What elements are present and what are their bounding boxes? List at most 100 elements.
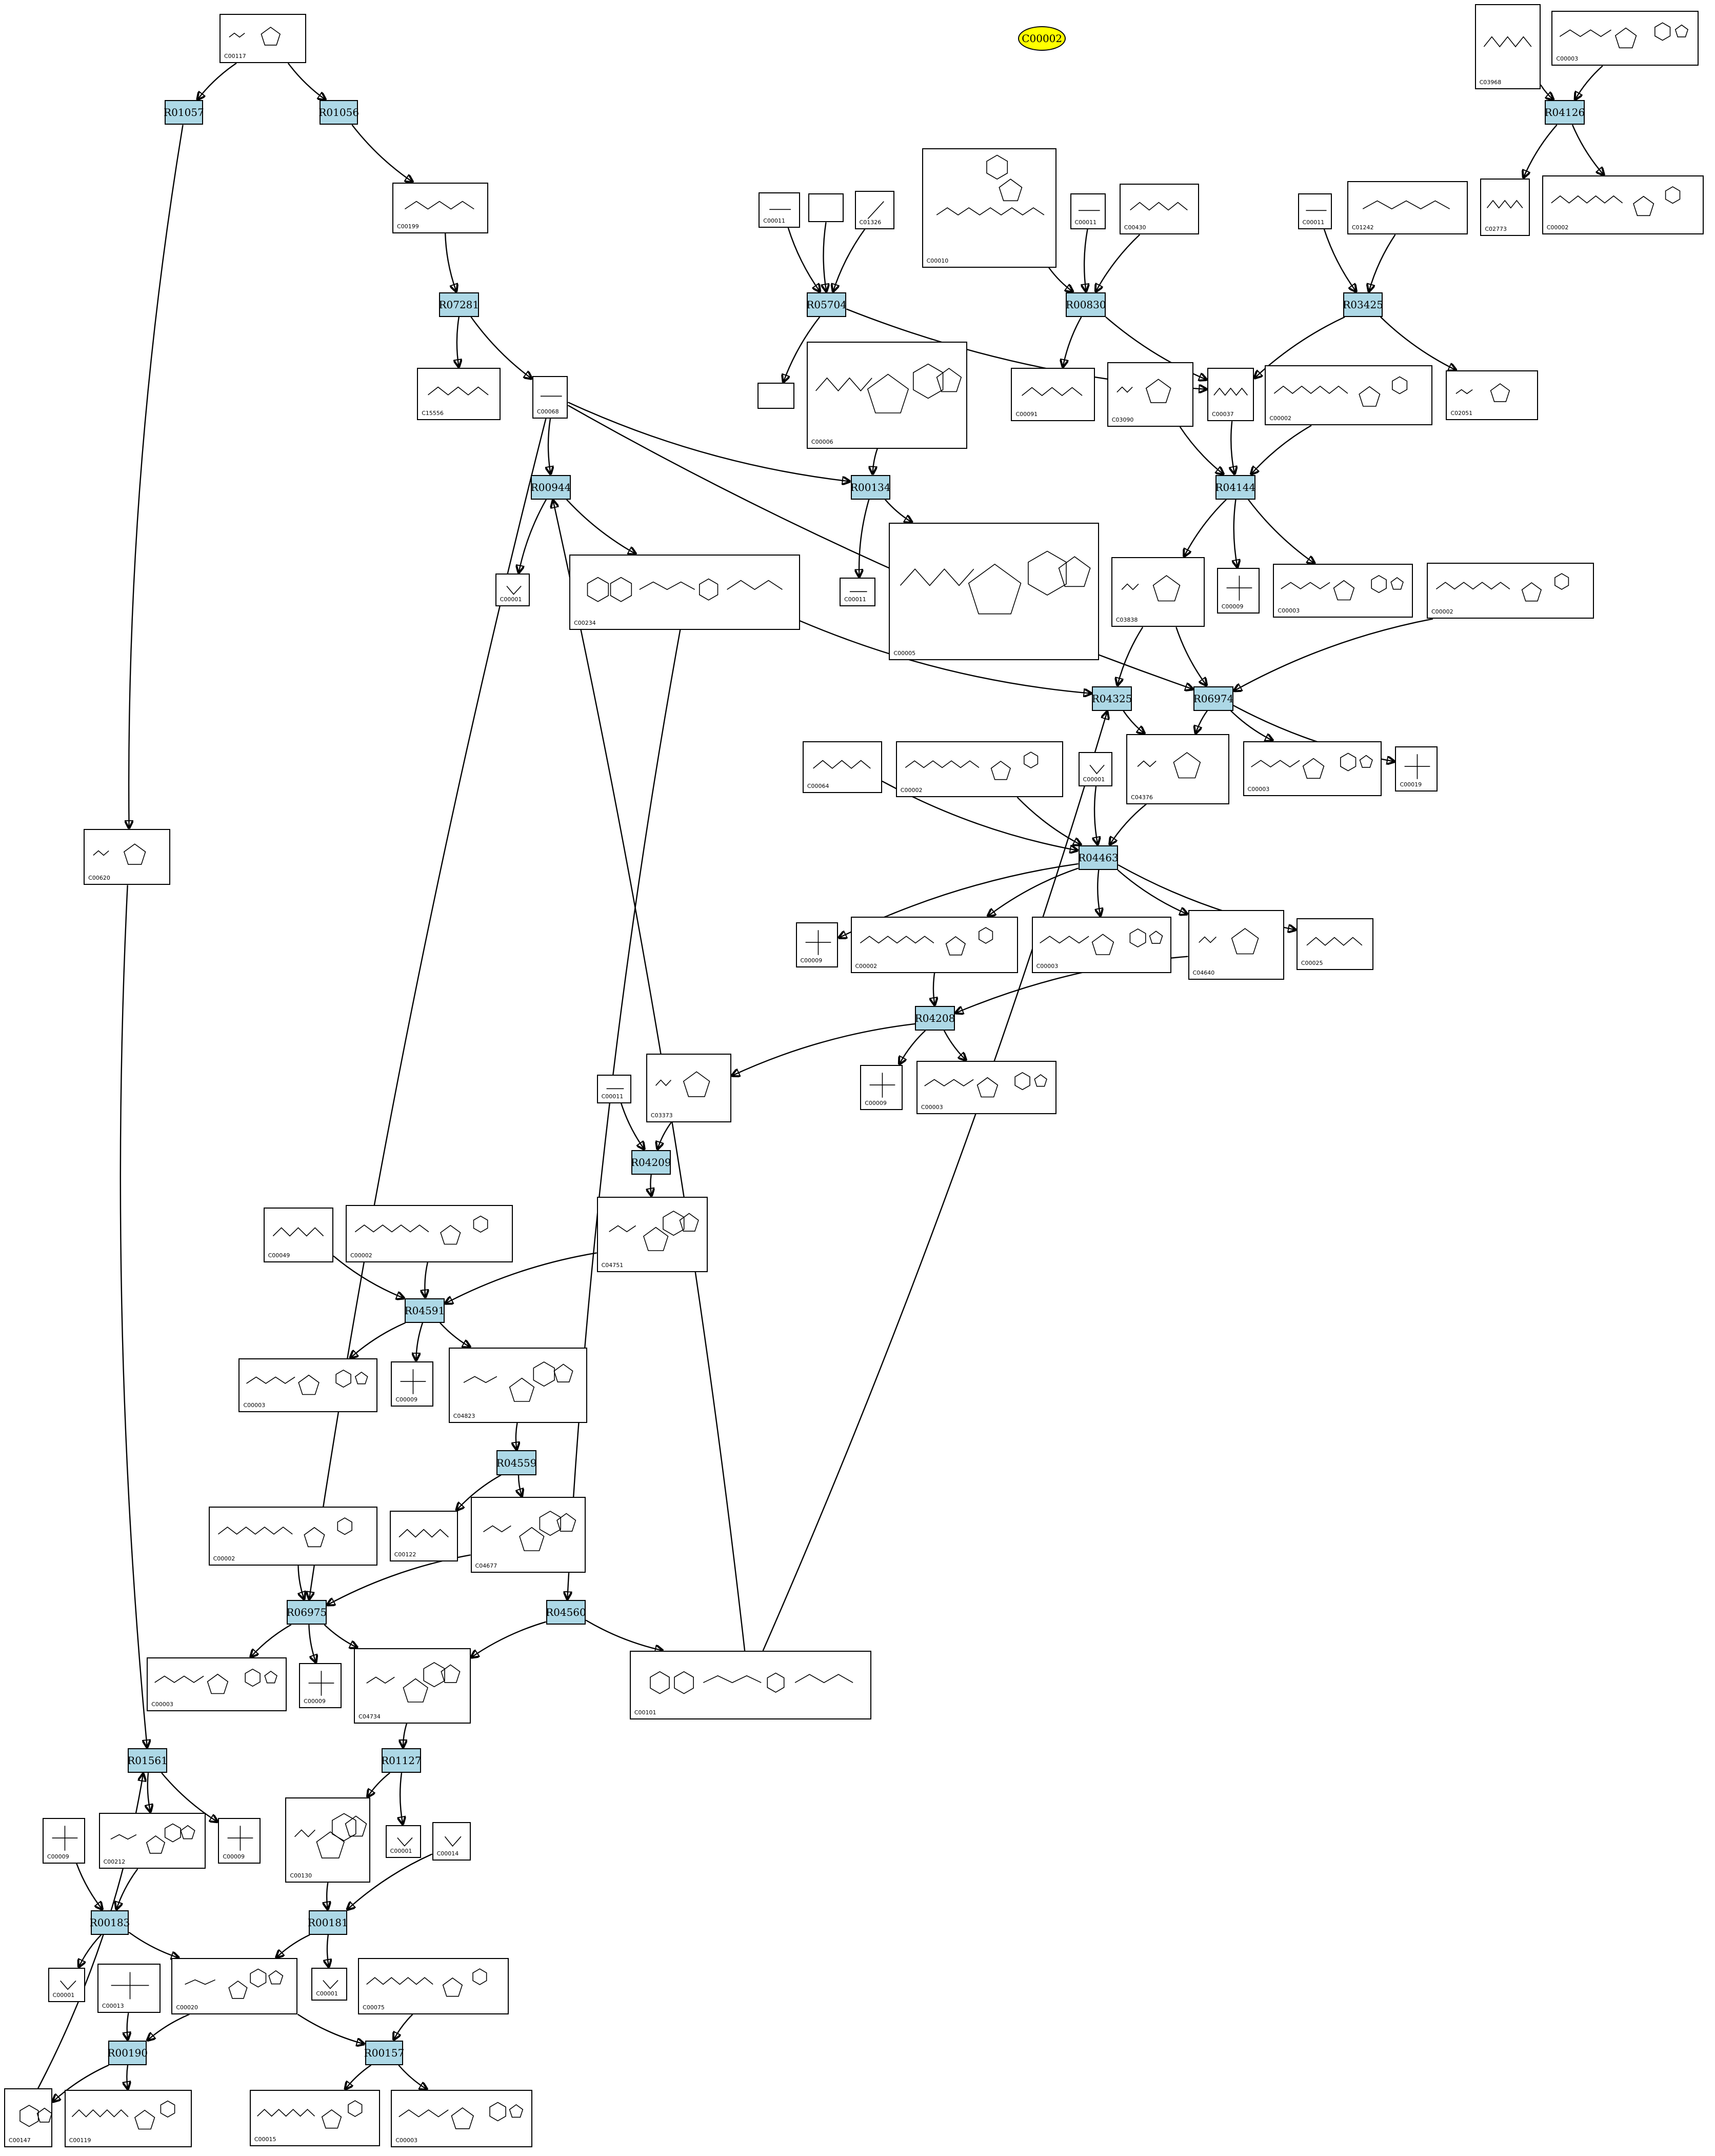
compound-node[interactable]: C00049 [263,1208,334,1262]
compound-node[interactable] [757,383,794,409]
reaction-node[interactable]: R04591 [405,1298,445,1323]
compound-node[interactable]: C00091 [1011,367,1095,422]
compound-node[interactable]: C02051 [1446,370,1538,420]
compound-node[interactable]: C00003 [391,2090,532,2148]
compound-node[interactable]: C00010 [922,148,1056,268]
reaction-node[interactable]: R00181 [308,1910,348,1935]
compound-node[interactable]: C00009 [391,1361,434,1407]
reaction-node[interactable]: R04144 [1215,474,1255,500]
compound-node[interactable]: C00011 [1070,193,1106,229]
compound-node[interactable]: C00064 [802,741,883,794]
reaction-node[interactable]: R06975 [287,1600,327,1625]
compound-node[interactable]: C00234 [569,554,800,630]
compound-node[interactable]: C00002 [208,1507,377,1566]
compound-node[interactable]: C00212 [98,1812,206,1869]
compound-node[interactable]: C03968 [1474,4,1541,89]
compound-node[interactable]: C00001 [311,1967,347,2001]
compound-node[interactable]: C00009 [218,1818,261,1864]
reaction-node[interactable]: R04209 [631,1150,671,1175]
compound-node[interactable]: C00013 [97,1963,161,2013]
compound-node[interactable]: C00003 [147,1657,287,1711]
compound-node[interactable]: C00002 [346,1204,513,1262]
compound-node[interactable]: C00006 [806,342,967,449]
compound-node[interactable]: C03090 [1107,362,1194,427]
reaction-node[interactable]: R00190 [107,2040,148,2065]
compound-node[interactable]: C04751 [596,1196,708,1272]
compound-node[interactable]: C00014 [432,1822,471,1861]
compound-node[interactable]: C00075 [358,1958,509,2014]
compound-node[interactable]: C04376 [1126,734,1229,804]
compound-node[interactable]: C00002 [850,916,1018,973]
reaction-node[interactable]: R04559 [496,1450,536,1475]
compound-node[interactable]: C00003 [1273,564,1413,618]
compound-node[interactable]: C00001 [385,1825,422,1858]
compound-node[interactable]: C00025 [1296,918,1373,971]
compound-node[interactable]: C00009 [1217,568,1260,614]
compound-node[interactable]: C03373 [646,1054,731,1123]
compound-node[interactable]: C00011 [596,1074,631,1103]
reaction-node[interactable]: R04126 [1544,100,1585,125]
compound-node[interactable] [808,193,844,223]
compound-node[interactable]: C00009 [42,1818,85,1864]
compound-node[interactable]: C00011 [1298,193,1332,229]
compound-node[interactable]: C00003 [916,1060,1056,1115]
compound-node[interactable]: C00130 [285,1797,371,1883]
compound-node[interactable]: C00009 [795,922,839,967]
compound-node[interactable]: C02773 [1480,178,1530,236]
compound-node[interactable]: C00020 [171,1958,298,2014]
compound-node[interactable]: C04640 [1188,909,1284,980]
compound-node[interactable]: C00002 [1427,562,1594,619]
compound-node[interactable]: C00620 [84,828,170,885]
compound-node[interactable]: C01242 [1347,181,1468,235]
reaction-node[interactable]: R00183 [90,1910,130,1935]
compound-node[interactable]: C00011 [759,192,800,228]
compound-node[interactable]: C00001 [1078,751,1113,786]
reaction-node[interactable]: R05704 [806,292,847,317]
compound-node[interactable]: C00101 [629,1651,871,1719]
compound-node[interactable]: C00005 [889,523,1099,660]
compound-node[interactable]: C01326 [854,190,895,229]
reaction-node[interactable]: R00134 [850,474,891,500]
reaction-node[interactable]: R07281 [438,292,479,317]
compound-node[interactable]: C03838 [1111,557,1205,627]
compound-node[interactable]: C00117 [220,13,306,64]
reaction-node[interactable]: R04560 [546,1600,586,1625]
compound-node[interactable]: C00002 [1542,175,1704,235]
reaction-node[interactable]: R01057 [164,100,204,125]
compound-node[interactable]: C00147 [4,2088,52,2148]
reaction-node[interactable]: R01127 [381,1748,422,1773]
compound-node[interactable]: C04734 [354,1648,471,1724]
compound-node[interactable]: C00011 [840,578,875,607]
compound-node[interactable]: C00430 [1119,184,1199,235]
compound-node[interactable]: C00003 [238,1358,377,1412]
reaction-node[interactable]: R00944 [531,474,571,500]
compound-node[interactable]: C00003 [1243,741,1382,796]
compound-node[interactable]: C00001 [495,573,530,607]
compound-node[interactable]: C00003 [1031,916,1172,973]
compound-node[interactable]: C15556 [417,367,501,420]
compound-node[interactable]: C00199 [392,182,489,233]
compound-node[interactable]: C00001 [48,1967,85,2002]
reaction-node[interactable]: R00830 [1066,292,1106,317]
highlighted-compound-ellipse[interactable]: C00002 [1018,26,1066,51]
reaction-node[interactable]: R06974 [1193,686,1233,711]
compound-node[interactable]: C04677 [470,1497,586,1573]
compound-node[interactable]: C00009 [299,1663,342,1709]
reaction-node[interactable]: R01561 [127,1748,168,1773]
reaction-node[interactable]: R04325 [1092,686,1132,711]
compound-node[interactable]: C00068 [532,375,568,419]
compound-node[interactable]: C00122 [389,1511,458,1562]
compound-node[interactable]: C00019 [1395,746,1438,792]
reaction-node[interactable]: R03425 [1343,292,1383,317]
reaction-node[interactable]: R00157 [364,2040,404,2065]
compound-node[interactable]: C00002 [895,741,1064,798]
compound-node[interactable]: C00119 [64,2090,192,2148]
compound-node[interactable]: C00037 [1207,367,1254,422]
reaction-node[interactable]: R01056 [318,100,359,125]
compound-node[interactable]: C00009 [860,1064,903,1111]
compound-node[interactable]: C00015 [249,2090,380,2146]
compound-node[interactable]: C00003 [1551,11,1699,66]
reaction-node[interactable]: R04463 [1078,845,1119,870]
compound-node[interactable]: C00002 [1265,365,1432,426]
compound-node[interactable]: C04823 [448,1347,587,1423]
